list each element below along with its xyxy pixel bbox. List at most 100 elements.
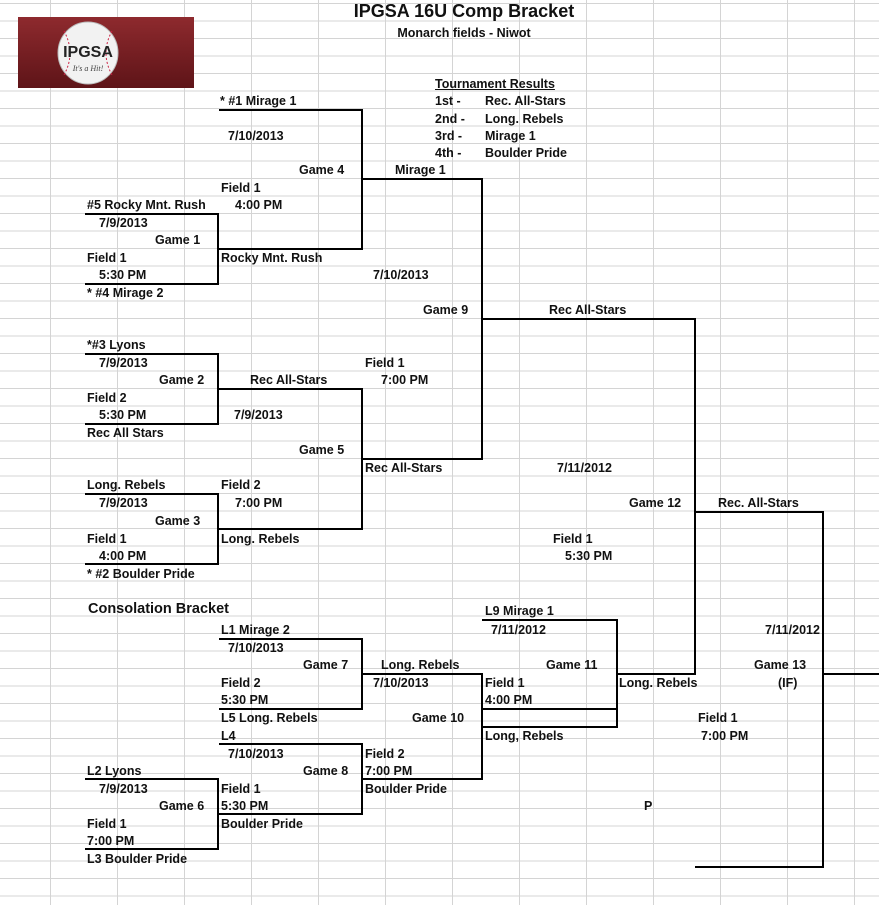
g10-team-top: Long. Rebels [381, 658, 460, 672]
g4-field: Field 1 [221, 181, 261, 195]
g1-label: Game 1 [155, 233, 201, 247]
g8-team-bottom: Boulder Pride [221, 817, 303, 831]
g11-date: 7/11/2012 [491, 623, 546, 637]
g13-date: 7/11/2012 [765, 623, 820, 637]
results-title: Tournament Results [435, 77, 555, 91]
g3-time: 4:00 PM [99, 549, 147, 563]
g11-winner: Long. Rebels [619, 676, 698, 690]
g11-team-bottom: Long, Rebels [485, 729, 564, 743]
g11-time: 4:00 PM [485, 693, 533, 707]
bracket-line [85, 353, 219, 425]
g8-team-top: L4 [221, 729, 236, 743]
g9-field: Field 1 [365, 356, 405, 370]
g4-team-bottom: Rocky Mnt. Rush [221, 251, 323, 265]
g5-team-bottom: Long. Rebels [221, 532, 300, 546]
g3-field: Field 1 [87, 532, 127, 546]
g8-time: 5:30 PM [221, 799, 269, 813]
bracket-line [482, 619, 618, 728]
g4-label: Game 4 [299, 163, 345, 177]
results-team: Mirage 1 [485, 129, 536, 143]
g12-date: 7/11/2012 [557, 461, 612, 475]
stray-cell-text: P [644, 799, 653, 813]
bracket-line [85, 778, 219, 850]
g12-label: Game 12 [629, 496, 682, 510]
ipgsa-logo: IPGSA It's a Hit! [18, 17, 194, 88]
g13-field: Field 1 [698, 711, 738, 725]
g9-time: 7:00 PM [381, 373, 429, 387]
g12-field: Field 1 [553, 532, 593, 546]
g2-time: 5:30 PM [99, 408, 147, 422]
g13-time: 7:00 PM [701, 729, 749, 743]
g7-time: 5:30 PM [221, 693, 269, 707]
bracket-line [219, 459, 363, 530]
g12-time: 5:30 PM [565, 549, 613, 563]
logo-tagline: It's a Hit! [72, 64, 104, 73]
g5-label: Game 5 [299, 443, 345, 457]
page-title: IPGSA 16U Comp Bracket [353, 1, 575, 21]
results-place: 2nd - [435, 112, 465, 126]
g9-date: 7/10/2013 [373, 268, 429, 282]
g1-time: 5:30 PM [99, 268, 147, 282]
g6-field: Field 1 [87, 817, 127, 831]
bracket-line [85, 213, 219, 285]
g8-field: Field 1 [221, 782, 261, 796]
bracket-line [362, 673, 483, 780]
g10-label: Game 10 [412, 711, 465, 725]
bracket-line [482, 318, 696, 675]
g5-field: Field 2 [221, 478, 261, 492]
g1-field: Field 1 [87, 251, 127, 265]
g3-label: Game 3 [155, 514, 201, 528]
g11-label: Game 11 [546, 658, 598, 672]
g7-field: Field 2 [221, 676, 261, 690]
g6-date: 7/9/2013 [99, 782, 148, 796]
g13-label: Game 13 [754, 658, 807, 672]
g7-date: 7/10/2013 [228, 641, 284, 655]
bracket-line [362, 178, 483, 460]
g1-team-top: #5 Rocky Mnt. Rush [87, 198, 206, 212]
g3-team-bottom: * #2 Boulder Pride [87, 567, 195, 581]
g8-date: 7/10/2013 [228, 747, 284, 761]
g7-team-top: L1 Mirage 2 [221, 623, 290, 637]
g7-label: Game 7 [303, 658, 349, 672]
consolation-title: Consolation Bracket [88, 601, 229, 617]
results-place: 1st - [435, 94, 461, 108]
g10-date: 7/10/2013 [373, 676, 429, 690]
g2-team-bottom: Rec All Stars [87, 426, 164, 440]
g4-team-top: * #1 Mirage 1 [220, 94, 297, 108]
g2-field: Field 2 [87, 391, 127, 405]
results-team: Rec. All-Stars [485, 94, 566, 108]
g2-team-top: *#3 Lyons [87, 338, 146, 352]
logo-text: IPGSA [63, 44, 113, 61]
g12-winner: Rec. All-Stars [718, 496, 799, 510]
g6-team-top: L2 Lyons [87, 764, 142, 778]
g11-field: Field 1 [485, 676, 525, 690]
results-team: Long. Rebels [485, 112, 564, 126]
g7-team-bottom: L5 Long. Rebels [221, 711, 318, 725]
g6-label: Game 6 [159, 799, 205, 813]
g3-team-top: Long. Rebels [87, 478, 166, 492]
bracket-line [85, 493, 219, 565]
results-place: 4th - [435, 146, 462, 160]
results-place: 3rd - [435, 129, 463, 143]
g1-team-bottom: * #4 Mirage 2 [87, 286, 164, 300]
g6-time: 7:00 PM [87, 834, 135, 848]
g8-label: Game 8 [303, 764, 349, 778]
g5-time: 7:00 PM [235, 496, 283, 510]
g3-date: 7/9/2013 [99, 496, 148, 510]
bracket-line [695, 511, 824, 868]
g5-team-top: Rec All-Stars [250, 373, 328, 387]
g10-time: 7:00 PM [365, 764, 413, 778]
g1-date: 7/9/2013 [99, 216, 148, 230]
g12-team-top: Rec All-Stars [549, 303, 627, 317]
g10-field: Field 2 [365, 747, 405, 761]
results-team: Boulder Pride [485, 146, 567, 160]
g4-time: 4:00 PM [235, 198, 283, 212]
g2-date: 7/9/2013 [99, 356, 148, 370]
page-subtitle: Monarch fields - Niwot [397, 26, 531, 40]
g10-team-bottom: Boulder Pride [365, 782, 447, 796]
g9-team-bottom: Rec All-Stars [365, 461, 443, 475]
g2-label: Game 2 [159, 373, 205, 387]
g11-team-top: L9 Mirage 1 [485, 604, 554, 618]
